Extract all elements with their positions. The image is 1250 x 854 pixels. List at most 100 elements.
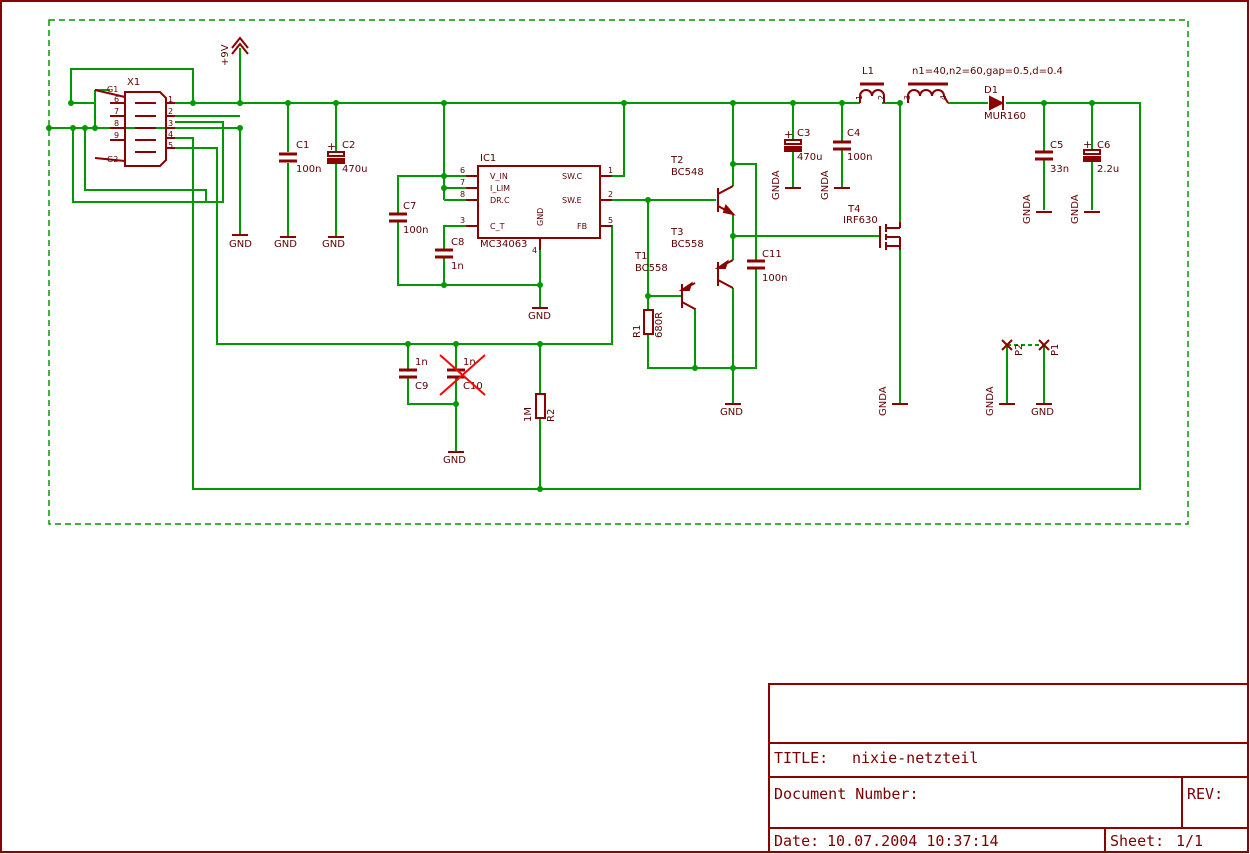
- board-outline: [48, 19, 1189, 525]
- l1-pin-2: 2: [877, 95, 886, 100]
- c10-name: C10: [463, 381, 483, 392]
- c4-value: 100n: [847, 152, 872, 163]
- ic1-part: MC34063: [480, 239, 527, 250]
- ic1-pin-ilim-name: I_LIM: [490, 184, 510, 193]
- doc-number-label: Document Number:: [774, 785, 919, 803]
- sheet-label: Sheet:: [1110, 832, 1164, 850]
- c5-name: C5: [1050, 140, 1063, 151]
- ic1-pin-swc-num: 1: [608, 166, 613, 175]
- supply-9v-symbol: [231, 36, 249, 55]
- l1-symbol: [859, 82, 949, 104]
- gnd-label-x1: GND: [229, 239, 252, 250]
- gnda-label-t4: GNDA: [878, 386, 889, 416]
- l1-pin-1: 1: [855, 95, 864, 100]
- c9-name: C9: [415, 381, 428, 392]
- x1-pin-9: 9: [114, 131, 119, 140]
- c2-name: C2: [342, 140, 355, 151]
- gnda-label-c4: GNDA: [820, 170, 831, 200]
- x1-pin-3: 3: [168, 119, 173, 128]
- ic1-pin-swe-name: SW.E: [562, 196, 582, 205]
- ic1-pin-fb-name: FB: [577, 222, 587, 231]
- t2-symbol: [717, 185, 736, 216]
- x1-g1: G1: [107, 85, 118, 94]
- r2-name: R2: [546, 409, 557, 422]
- x1-pin-1: 1: [168, 95, 173, 104]
- ic1-pin-gnd-name: GND: [536, 208, 545, 226]
- x1-pin-5: 5: [168, 141, 173, 150]
- x1-g2: G2: [107, 155, 118, 164]
- c6-value: 2.2u: [1097, 164, 1119, 175]
- x1-label: X1: [127, 77, 140, 88]
- ic1-pin-ilim-num: 7: [460, 178, 465, 187]
- t1-part: BC558: [635, 263, 668, 274]
- pads: [1001, 339, 1050, 351]
- sheet-value: 1/1: [1176, 832, 1203, 850]
- x1-connector: [94, 89, 175, 167]
- c7-name: C7: [403, 201, 416, 212]
- date-value: 10.07.2004 10:37:14: [827, 832, 999, 850]
- c6-name: C6: [1097, 140, 1110, 151]
- rev-label: REV:: [1187, 785, 1223, 803]
- c2-value: 470u: [342, 164, 367, 175]
- gnd-label-c9: GND: [443, 455, 466, 466]
- p2-name: P2: [1014, 344, 1025, 356]
- title-block: [768, 683, 1249, 853]
- date-label: Date:: [774, 832, 819, 850]
- gnda-label-c5: GNDA: [1022, 194, 1033, 224]
- c11-value: 100n: [762, 273, 787, 284]
- gnda-label-p2: GNDA: [985, 386, 996, 416]
- ic1-pin-ct-num: 3: [460, 216, 465, 225]
- ic1-pin-vin-num: 6: [460, 166, 465, 175]
- c5-value: 33n: [1050, 164, 1069, 175]
- t1-name: T1: [634, 251, 647, 262]
- gnd-label-p1: GND: [1031, 407, 1054, 418]
- ic1-pin-ct-name: C_T: [490, 222, 505, 231]
- x1-pin-8: 8: [114, 119, 119, 128]
- c2-plus: +: [327, 140, 336, 153]
- wires: [49, 48, 1141, 490]
- capacitor-plates: [279, 140, 1053, 379]
- x1-pin-6: 6: [114, 95, 119, 104]
- gnda-label-c6: GNDA: [1070, 194, 1081, 224]
- c8-name: C8: [451, 237, 464, 248]
- d1-symbol: [989, 95, 1005, 111]
- c4-name: C4: [847, 128, 860, 139]
- c1-value: 100n: [296, 164, 321, 175]
- r1-name: R1: [632, 325, 643, 338]
- ic1-pin-swc-name: SW.C: [562, 172, 583, 181]
- x1-pin-2: 2: [168, 107, 173, 116]
- gnda-label-c3: GNDA: [771, 170, 782, 200]
- ic1-pin-vin-name: V_IN: [490, 172, 508, 181]
- p1-name: P1: [1050, 344, 1061, 356]
- l1-name: L1: [862, 66, 874, 77]
- gnd-label-c2: GND: [322, 239, 345, 250]
- d1-part: MUR160: [984, 111, 1026, 122]
- t2-part: BC548: [671, 167, 704, 178]
- c1-name: C1: [296, 140, 309, 151]
- c7-value: 100n: [403, 225, 428, 236]
- r1-value: 680R: [654, 312, 665, 338]
- title-value: nixie-netzteil: [852, 749, 978, 767]
- gnd-label-c1: GND: [274, 239, 297, 250]
- t4-name: T4: [847, 204, 860, 215]
- x1-pin-7: 7: [114, 107, 119, 116]
- t3-part: BC558: [671, 239, 704, 250]
- gnda-symbols: [785, 187, 1100, 405]
- c3-name: C3: [797, 128, 810, 139]
- t1-symbol: [678, 281, 696, 310]
- t2-name: T2: [670, 155, 683, 166]
- c10-crossout: [439, 354, 486, 396]
- gnd-symbols: [232, 234, 1052, 453]
- electrolytic-capacitors: [327, 139, 1101, 164]
- c3-value: 470u: [797, 152, 822, 163]
- ic1-pin-drc-name: DR.C: [490, 196, 510, 205]
- gnd-label-t3: GND: [720, 407, 743, 418]
- r2-value: 1M: [523, 407, 534, 422]
- l1-pin-4: 4: [939, 95, 948, 100]
- junctions: [46, 100, 1095, 492]
- c9-value: 1n: [415, 357, 428, 368]
- c3-plus: +: [784, 128, 793, 141]
- c8-value: 1n: [451, 261, 464, 272]
- ic1-pin-drc-num: 8: [460, 190, 465, 199]
